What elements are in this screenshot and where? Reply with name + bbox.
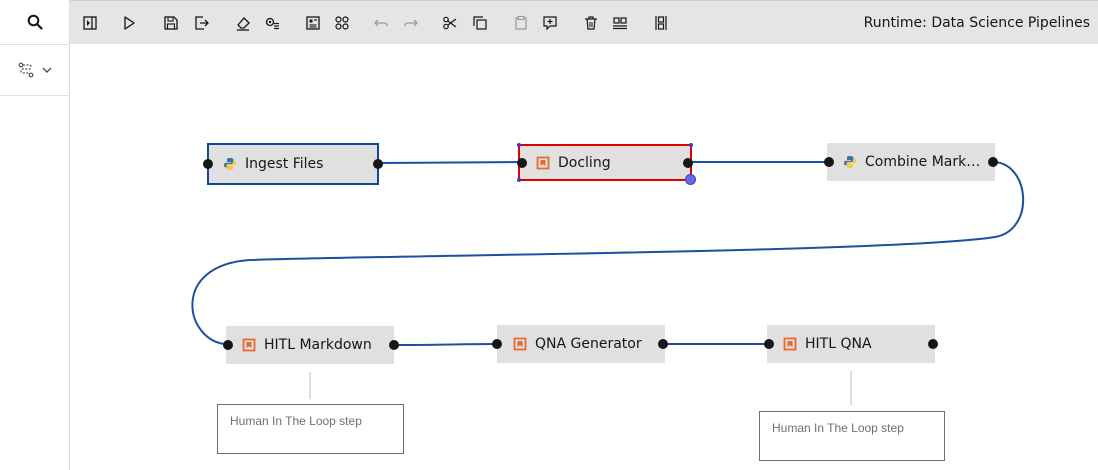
node-hitl-markdown[interactable]: HITL Markdown: [223, 326, 399, 364]
paste-icon: [515, 15, 527, 30]
input-port[interactable]: [764, 339, 774, 349]
redo-icon: [404, 19, 418, 27]
arrange-vertical-icon: [655, 16, 667, 30]
node-hitl-qna[interactable]: HITL QNA: [764, 325, 938, 363]
play-icon: [124, 16, 135, 30]
selection-handle[interactable]: [517, 178, 521, 182]
components-icon: [335, 16, 349, 30]
open-components-button[interactable]: [329, 10, 355, 36]
trash-icon: [585, 16, 597, 30]
arrange-vertical-button[interactable]: [648, 10, 674, 36]
node-label: QNA Generator: [535, 336, 642, 352]
output-port[interactable]: [389, 340, 399, 350]
delete-button[interactable]: [578, 10, 604, 36]
left-sidebar: [0, 0, 70, 470]
runtimes-icon: [306, 16, 320, 30]
runtime-label: Runtime: Data Science Pipelines: [863, 15, 1090, 31]
pipeline-toolbar: Runtime: Data Science Pipelines: [70, 0, 1098, 44]
input-port[interactable]: [223, 340, 233, 350]
save-pipeline-button[interactable]: [158, 10, 184, 36]
save-icon: [164, 16, 178, 30]
comment-box[interactable]: Human In The Loop step: [217, 404, 404, 454]
arrange-horizontal-button[interactable]: [607, 10, 633, 36]
search-icon: [27, 14, 43, 30]
output-port[interactable]: [928, 339, 938, 349]
settings-list-icon: [265, 17, 279, 30]
run-pipeline-button[interactable]: [116, 10, 142, 36]
input-port[interactable]: [492, 339, 502, 349]
input-port[interactable]: [517, 157, 527, 168]
input-port[interactable]: [824, 157, 834, 167]
link-hitl-markdown-to-qna: [394, 343, 496, 346]
cut-button[interactable]: [437, 10, 463, 36]
cut-icon: [443, 16, 457, 30]
comment-box[interactable]: Human In The Loop step: [759, 411, 945, 461]
open-panel-button[interactable]: [77, 10, 103, 36]
notebook-icon: [513, 337, 527, 351]
python-icon: [844, 156, 856, 168]
clear-pipeline-button[interactable]: [230, 10, 256, 36]
export-pipeline-button[interactable]: [188, 10, 214, 36]
node-label: HITL Markdown: [264, 337, 372, 353]
node-label: HITL QNA: [805, 336, 872, 352]
palette-dropdown[interactable]: [0, 45, 69, 96]
panel-open-icon: [83, 16, 97, 30]
copy-button[interactable]: [467, 10, 493, 36]
node-label: Docling: [558, 154, 611, 171]
add-comment-button[interactable]: [537, 10, 563, 36]
pipeline-properties-button[interactable]: [259, 10, 285, 36]
export-icon: [195, 16, 209, 30]
chevron-down-icon: [42, 67, 51, 73]
paste-button[interactable]: [508, 10, 534, 36]
output-port[interactable]: [988, 157, 998, 167]
node-ingest-files[interactable]: Ingest Files: [203, 143, 383, 185]
output-port[interactable]: [373, 159, 383, 169]
notebook-icon: [242, 338, 256, 352]
link-ingest-to-docling: [376, 161, 522, 164]
node-combine-markdown[interactable]: Combine Mark…: [824, 143, 998, 181]
output-port[interactable]: [683, 157, 693, 168]
comment-text: Human In The Loop step: [772, 421, 904, 435]
redo-button[interactable]: [398, 10, 424, 36]
resize-handle[interactable]: [685, 174, 696, 185]
notebook-icon: [783, 337, 797, 351]
notebook-icon: [536, 156, 550, 169]
input-port[interactable]: [203, 159, 213, 169]
open-runtimes-button[interactable]: [300, 10, 326, 36]
undo-button[interactable]: [368, 10, 394, 36]
selection-handle[interactable]: [517, 143, 521, 147]
flow-palette-icon: [18, 62, 33, 78]
node-label: Ingest Files: [245, 156, 324, 172]
copy-icon: [473, 16, 487, 30]
node-qna-generator[interactable]: QNA Generator: [492, 325, 668, 363]
comment-add-icon: [543, 16, 557, 31]
comment-text: Human In The Loop step: [230, 414, 362, 428]
selection-handle[interactable]: [689, 143, 693, 147]
search-button[interactable]: [0, 0, 69, 45]
undo-icon: [374, 19, 388, 27]
output-port[interactable]: [658, 339, 668, 349]
link-combine-to-hitl-markdown: [191, 161, 1025, 345]
python-icon: [224, 158, 236, 170]
node-docling[interactable]: Docling: [517, 143, 696, 185]
node-label: Combine Mark…: [865, 154, 981, 170]
eraser-icon: [237, 17, 250, 31]
arrange-horizontal-icon: [613, 17, 627, 30]
